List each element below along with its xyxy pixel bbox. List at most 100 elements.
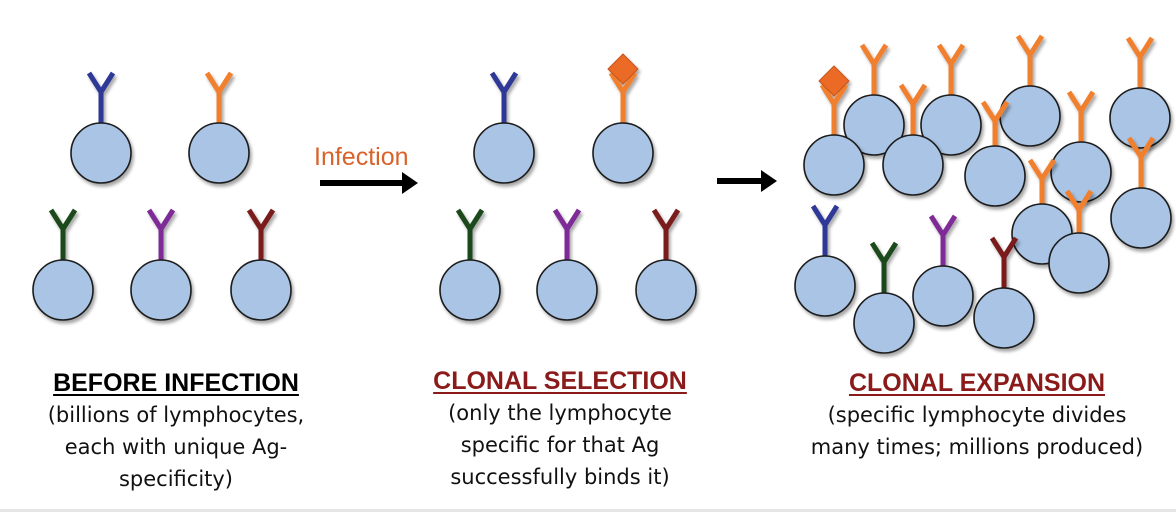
lymphocyte-cell	[1050, 141, 1112, 203]
receptor-arm	[1078, 90, 1096, 113]
receptor-arm	[246, 208, 264, 231]
description-line: (billions of lymphocytes,	[47, 403, 305, 427]
receptor-arm	[98, 71, 116, 94]
panel-before-infection: BEFORE INFECTION (billions of lymphocyte…	[8, 368, 344, 495]
lymphocyte-cell	[635, 259, 697, 321]
receptor-arm	[928, 214, 946, 237]
panel-title: CLONAL EXPANSION	[848, 369, 1106, 397]
description-line: each with unique Ag-	[64, 435, 288, 459]
receptor-arm	[881, 241, 899, 264]
receptor-arm	[552, 208, 570, 231]
lymphocyte-green	[439, 208, 501, 321]
panel-title: CLONAL SELECTION	[433, 367, 687, 395]
panel-description: (billions of lymphocytes, each with uniq…	[8, 399, 344, 495]
receptor-arm	[819, 83, 837, 106]
lymphocyte-blue	[70, 71, 132, 184]
receptor-arm	[831, 83, 849, 106]
receptor-arm	[86, 71, 104, 94]
lymphocyte-orange	[188, 71, 250, 184]
description-line: many times; millions produced)	[810, 435, 1144, 459]
lymphocyte-orange-clone	[964, 100, 1026, 207]
receptor-arm	[1039, 158, 1057, 181]
lymphocyte-maroon	[230, 208, 292, 321]
description-line: specific for that Ag	[460, 433, 660, 457]
receptor-arm	[48, 208, 66, 231]
lymphocyte-cell	[230, 259, 292, 321]
lymphocyte-cell	[882, 134, 944, 196]
bottom-divider	[0, 509, 1176, 512]
lymphocyte-purple	[536, 208, 598, 321]
lymphocyte-orange-clone	[1110, 136, 1172, 249]
receptor-arm	[1027, 34, 1045, 57]
receptor-arm	[1015, 34, 1033, 57]
lymphocyte-cell	[794, 255, 856, 317]
lymphocyte-cell	[1048, 232, 1110, 294]
arrow-head	[402, 172, 418, 194]
panel-description: (only the lymphocyte specific for that A…	[390, 397, 730, 493]
lymphocyte-orange-clone	[882, 83, 944, 196]
receptor-arm	[1125, 36, 1143, 59]
panel-description: (specific lymphocyte divides many times;…	[782, 399, 1172, 463]
receptor-arm	[936, 43, 954, 66]
receptor-arm	[158, 208, 176, 231]
lymphocyte-cell	[912, 265, 974, 327]
lymphocyte-orange-selected	[592, 53, 654, 184]
receptor-arm	[608, 71, 626, 94]
receptor-arm	[910, 83, 928, 106]
lymphocyte-cell	[1109, 87, 1171, 149]
receptor-arm	[1066, 90, 1084, 113]
description-line: successfully binds it)	[450, 465, 670, 489]
receptor-arm	[1137, 36, 1155, 59]
receptor-arm	[467, 208, 485, 231]
receptor-arm	[1076, 189, 1094, 212]
receptor-arm	[992, 100, 1010, 123]
lymphocyte-maroon	[635, 208, 697, 321]
receptor-arm	[258, 208, 276, 231]
lymphocyte-cell	[70, 122, 132, 184]
receptor-arm	[501, 71, 519, 94]
lymphocyte-cell	[843, 94, 905, 156]
receptor-arm	[455, 208, 473, 231]
receptor-arm	[564, 208, 582, 231]
receptor-arm	[620, 71, 638, 94]
receptor-arm	[1064, 189, 1082, 212]
panel-clonal-selection: CLONAL SELECTION (only the lymphocyte sp…	[390, 366, 730, 493]
receptor-arm	[216, 71, 234, 94]
receptor-arm	[898, 83, 916, 106]
lymphocyte-orange-clone	[843, 43, 905, 156]
lymphocyte-orange-clone	[1048, 189, 1110, 294]
panel-clonal-expansion: CLONAL EXPANSION (specific lymphocyte di…	[782, 368, 1172, 463]
lymphocyte-cell	[973, 287, 1035, 349]
receptor-arm	[948, 43, 966, 66]
antigen-icon	[818, 65, 850, 97]
lymphocyte-cell	[473, 122, 535, 184]
arrow-head	[761, 170, 777, 192]
lymphocyte-blue	[473, 71, 535, 184]
receptor-arm	[822, 204, 840, 227]
description-line: (only the lymphocyte	[448, 401, 672, 425]
lymphocyte-green	[32, 208, 94, 321]
receptor-arm	[651, 208, 669, 231]
receptor-arm	[146, 208, 164, 231]
lymphocyte-orange-clone	[920, 43, 982, 156]
receptor-arm	[810, 204, 828, 227]
lymphocyte-cell	[32, 259, 94, 321]
receptor-arm	[859, 43, 877, 66]
lymphocyte-purple	[912, 214, 974, 327]
lymphocyte-cell	[439, 259, 501, 321]
antigen-icon	[607, 53, 639, 85]
lymphocyte-cell	[803, 134, 865, 196]
expansion-arrow	[717, 170, 777, 192]
receptor-arm	[980, 100, 998, 123]
lymphocyte-cell	[999, 85, 1061, 147]
infection-arrow	[320, 172, 418, 194]
infection-arrow-label: Infection	[314, 143, 409, 171]
description-line: (specific lymphocyte divides	[827, 403, 1127, 427]
panel-title: BEFORE INFECTION	[53, 369, 299, 397]
receptor-arm	[60, 208, 78, 231]
receptor-arm	[989, 236, 1007, 259]
lymphocyte-maroon	[973, 236, 1035, 349]
receptor-arm	[871, 43, 889, 66]
lymphocyte-orange-clone	[1109, 36, 1171, 149]
